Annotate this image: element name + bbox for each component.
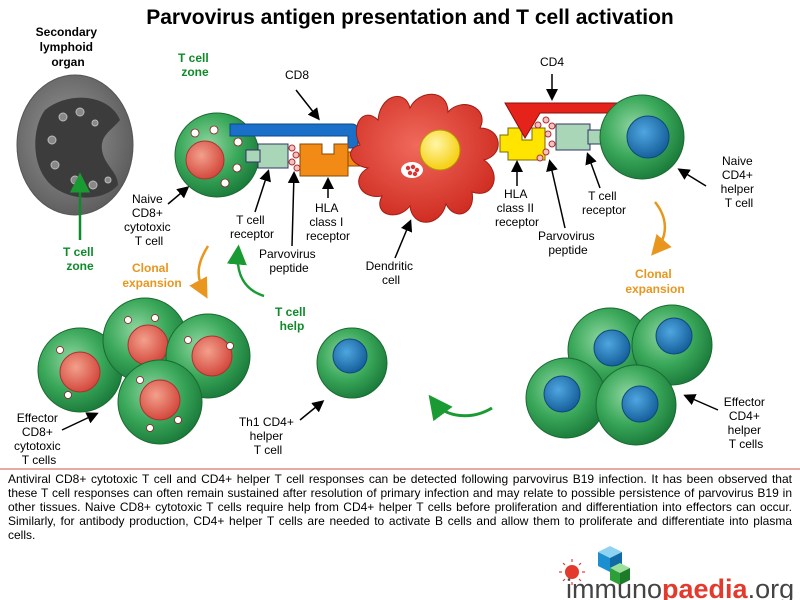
- arrow-th1-differentiation: [428, 394, 493, 422]
- arrow-parvovirus-peptide-right: [546, 159, 566, 229]
- hla-class-i-receptor: [299, 143, 349, 177]
- label-naive-cd4: Naive CD4+ helper T cell: [721, 154, 758, 210]
- label-th1-cd4: Th1 CD4+ helper T cell: [239, 415, 297, 457]
- label-t-cell-zone-top: T cell zone: [178, 51, 212, 79]
- th1-cd4-cell: [316, 327, 388, 399]
- parvovirus-peptide-left: [288, 144, 301, 172]
- label-naive-cd8: Naive CD8+ cytotoxic T cell: [124, 192, 174, 248]
- label-clonal-expansion-right: Clonal expansion: [625, 267, 684, 296]
- label-cd4: CD4: [540, 55, 564, 69]
- logo-cubes-icon: [559, 546, 630, 585]
- hla-class-ii-receptor: [499, 127, 546, 161]
- t-cell-receptor-right: [555, 123, 603, 151]
- effector-cd4-cluster: [525, 304, 713, 446]
- arrow-clonal-expansion-left: [189, 245, 210, 299]
- arrow-naive-cd4: [677, 168, 707, 187]
- parvovirus-peptide-right: [534, 116, 556, 162]
- label-hla-class-ii: HLA class II receptor: [495, 187, 539, 229]
- label-t-cell-receptor-left: T cell receptor: [230, 213, 274, 241]
- label-t-cell-receptor-right: T cell receptor: [582, 189, 626, 217]
- label-effector-cd8: Effector CD8+ cytotoxic T cells: [14, 411, 64, 467]
- arrow-t-cell-receptor-right: [585, 152, 601, 189]
- arrow-dendritic-cell: [394, 219, 413, 259]
- effector-cd4-cell: [631, 304, 713, 386]
- arrow-t-cell-receptor-left: [254, 169, 271, 213]
- arrow-cd8: [295, 89, 320, 121]
- label-secondary-lymphoid: Secondary lymphoid organ: [36, 25, 101, 69]
- logo-text: immunopaedia.org: [566, 574, 794, 600]
- arrow-parvovirus-peptide-left: [287, 171, 300, 247]
- page-title: Parvovirus antigen presentation and T ce…: [146, 6, 673, 29]
- effector-cd4-cell: [525, 357, 607, 439]
- caption-text: Antiviral CD8+ cytotoxic T cell and CD4+…: [8, 472, 792, 542]
- label-hla-class-i: HLA class I receptor: [306, 201, 350, 243]
- label-effector-cd4: Effector CD4+ helper T cells: [724, 395, 768, 451]
- immunopaedia-logo: immunopaedia.org: [559, 546, 794, 600]
- arrow-clonal-expansion-right: [651, 201, 672, 256]
- label-t-cell-zone-left: T cell zone: [63, 245, 97, 273]
- effector-cd4-cell: [595, 364, 677, 446]
- naive-cd4-cell: [599, 94, 685, 180]
- label-parvovirus-peptide-right: Parvovirus peptide: [538, 229, 598, 257]
- label-t-cell-help: T cell help: [275, 305, 309, 333]
- arrow-effector-cd8: [61, 412, 99, 431]
- t-cell-receptor-left: [245, 143, 289, 169]
- arrow-t-cell-help: [226, 244, 265, 298]
- label-parvovirus-peptide-left: Parvovirus peptide: [259, 247, 319, 275]
- label-clonal-expansion-left: Clonal expansion: [122, 261, 181, 290]
- arrow-naive-cd8: [167, 186, 190, 205]
- arrow-effector-cd4: [683, 394, 719, 411]
- lymphoid-organ: [16, 74, 134, 216]
- dendritic-cell: [350, 93, 499, 223]
- arrow-th1-cd4: [299, 400, 325, 421]
- effector-cd8-cluster: [37, 297, 251, 445]
- label-dendritic-cell: Dendritic cell: [366, 259, 417, 287]
- effector-cd8-cell: [117, 359, 203, 445]
- label-cd8: CD8: [285, 68, 309, 82]
